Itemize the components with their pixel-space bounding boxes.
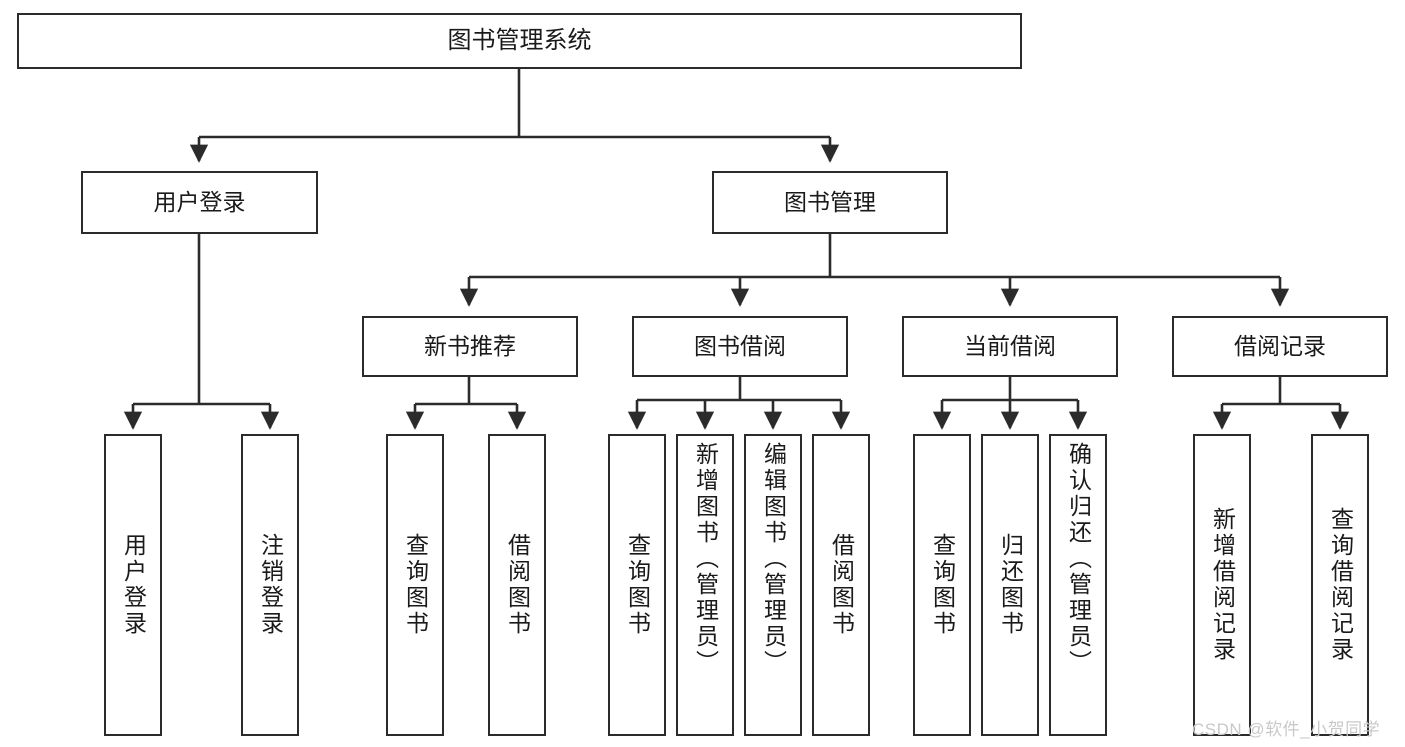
- node-label: 归还图书: [997, 533, 1024, 637]
- leaf-add-borrow-record[interactable]: 新增借阅记录: [1193, 434, 1251, 736]
- leaf-query-book-current[interactable]: 查询图书: [913, 434, 971, 736]
- leaf-user-login[interactable]: 用户登录: [104, 434, 162, 736]
- leaf-query-book-borrow[interactable]: 查询图书: [608, 434, 666, 736]
- node-root-system[interactable]: 图书管理系统: [17, 13, 1022, 69]
- leaf-borrow-book-recommend[interactable]: 借阅图书: [488, 434, 546, 736]
- node-current-borrow[interactable]: 当前借阅: [902, 316, 1118, 377]
- node-label: 注销登录: [257, 533, 284, 637]
- node-label: 查询借阅记录: [1327, 507, 1354, 663]
- leaf-edit-book[interactable]: 编辑图书（管理员）: [744, 434, 802, 736]
- node-book-borrow[interactable]: 图书借阅: [632, 316, 848, 377]
- node-label: 借阅记录: [1234, 332, 1326, 359]
- node-label: 用户登录: [120, 533, 147, 637]
- leaf-query-borrow-record[interactable]: 查询借阅记录: [1311, 434, 1369, 736]
- node-label: 查询图书: [402, 533, 429, 637]
- node-label: 新书推荐: [424, 332, 516, 359]
- node-label: 借阅图书: [504, 533, 531, 637]
- node-label: 图书管理: [784, 188, 876, 215]
- node-new-book-recommend[interactable]: 新书推荐: [362, 316, 578, 377]
- node-label: 查询图书: [929, 533, 956, 637]
- leaf-user-logout[interactable]: 注销登录: [241, 434, 299, 736]
- leaf-confirm-return[interactable]: 确认归还（管理员）: [1049, 434, 1107, 736]
- node-label: 用户登录: [153, 188, 246, 215]
- node-label: 新增借阅记录: [1209, 507, 1236, 663]
- leaf-query-book-recommend[interactable]: 查询图书: [386, 434, 444, 736]
- node-label: 图书借阅: [694, 332, 786, 359]
- csdn-watermark: CSDN @软件_小贺同学: [1192, 720, 1381, 739]
- leaf-return-book[interactable]: 归还图书: [981, 434, 1039, 736]
- node-borrow-record[interactable]: 借阅记录: [1172, 316, 1388, 377]
- node-label: 编辑图书（管理员）: [760, 442, 787, 676]
- node-label: 借阅图书: [828, 533, 855, 637]
- leaf-borrow-book[interactable]: 借阅图书: [812, 434, 870, 736]
- node-book-manage[interactable]: 图书管理: [712, 171, 948, 234]
- node-label: 新增图书（管理员）: [692, 442, 719, 676]
- node-label: 当前借阅: [964, 332, 1056, 359]
- leaf-add-book[interactable]: 新增图书（管理员）: [676, 434, 734, 736]
- node-label: 图书管理系统: [447, 26, 592, 54]
- node-label: 确认归还（管理员）: [1065, 442, 1092, 676]
- node-label: 查询图书: [624, 533, 651, 637]
- node-user-login[interactable]: 用户登录: [81, 171, 318, 234]
